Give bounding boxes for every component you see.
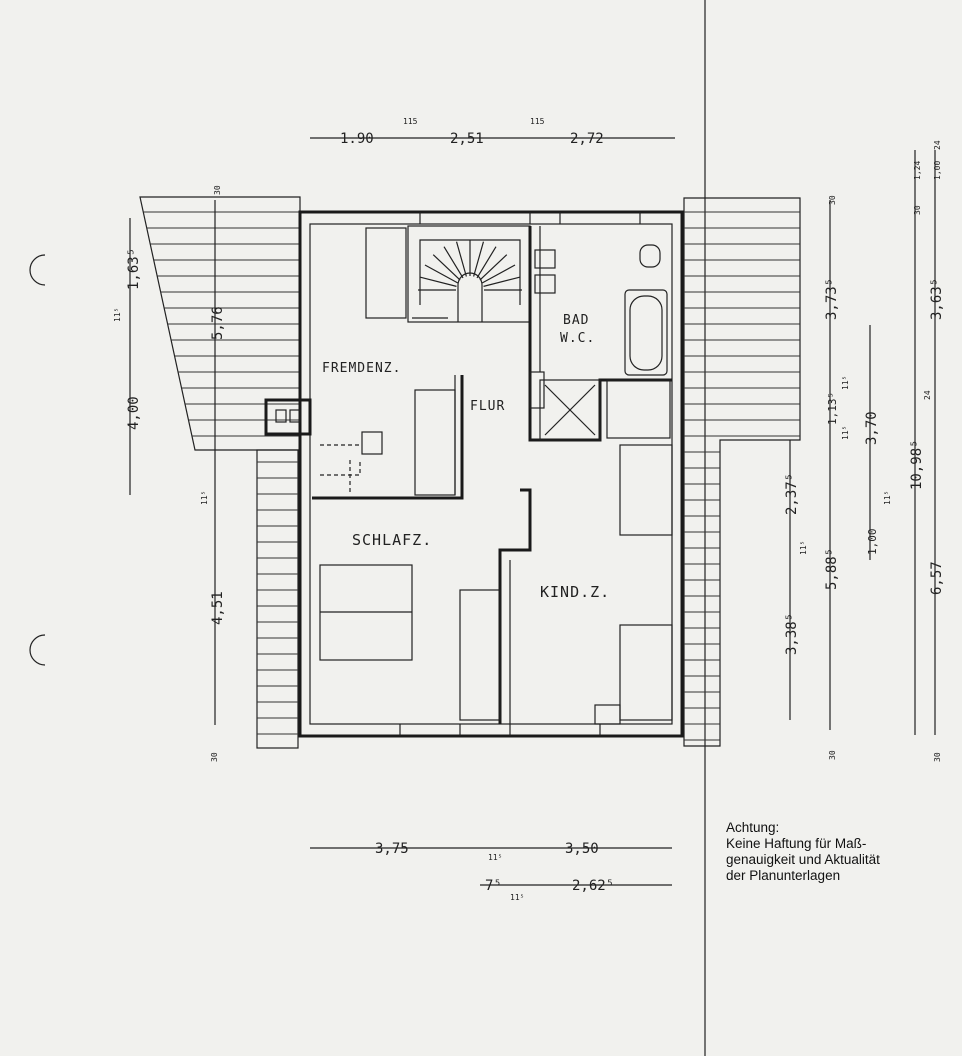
dim-right-outer: 24 <box>923 390 932 400</box>
dim-left: 4,00 <box>126 396 142 430</box>
dim-right-outer: 30 <box>933 752 942 762</box>
dim-bottom: 7⁵ <box>485 878 502 894</box>
hatch-line <box>483 276 521 287</box>
dim-left: 11⁵ <box>200 491 209 505</box>
dim-right: 11⁵ <box>841 426 850 440</box>
dim-right-middle: 1,00 <box>866 529 879 556</box>
room-label-kids-room: KIND.Z. <box>540 583 610 601</box>
dim-left: 30 <box>210 752 219 762</box>
note-line: der Planunterlagen <box>726 868 841 883</box>
dim-bottom: 3,75 <box>375 841 409 857</box>
dim-right: 5,88⁵ <box>824 548 840 590</box>
dim-right-outer: 10,98⁵ <box>909 439 925 490</box>
hatch-line <box>455 241 467 277</box>
dim-right-outer: 1,00 <box>933 161 942 180</box>
dim-right: 11⁵ <box>799 541 808 555</box>
room-label-guest-room: FREMDENZ. <box>322 361 401 376</box>
dim-right-outer: 1,24 <box>913 161 922 180</box>
right-roof-hatch <box>683 197 801 747</box>
dim-right-middle: 11⁵ <box>883 491 892 505</box>
note-title: Achtung: <box>726 820 780 835</box>
hatch-line <box>479 254 508 281</box>
bath-fixtures <box>534 244 668 376</box>
furniture <box>319 227 673 725</box>
dim-right-outer: 6,57 <box>929 561 945 595</box>
dim-right: 2,37⁵ <box>784 473 800 515</box>
chimney <box>264 398 312 436</box>
dim-bottom: 2,62⁵ <box>572 878 614 894</box>
dim-top: 2,51 <box>450 131 484 147</box>
hatch-line <box>443 246 464 279</box>
dim-top: 115 <box>530 117 545 126</box>
dim-right: 30 <box>828 750 837 760</box>
dim-right: 1,13⁵ <box>826 392 839 425</box>
dim-right: 3,38⁵ <box>784 613 800 655</box>
hatch-line <box>476 246 497 279</box>
dim-right: 30 <box>828 195 837 205</box>
dim-right: 3,73⁵ <box>824 278 840 320</box>
hatch-line <box>473 241 485 277</box>
dim-left: 5,76 <box>210 306 226 340</box>
hatch-line <box>481 264 516 284</box>
hatch-line <box>424 264 459 284</box>
dim-left: 11⁵ <box>113 308 122 322</box>
room-label-wc: W.C. <box>560 331 595 346</box>
punch-hole <box>29 254 46 286</box>
hatch-line <box>432 254 461 281</box>
room-label-bath: BAD <box>563 313 589 328</box>
dim-right: 11⁵ <box>841 376 850 390</box>
disclaimer-note: Achtung: Keine Haftung für Maß- genauigk… <box>726 820 880 884</box>
dim-left: 4,51 <box>210 591 226 625</box>
dim-left: 1,63⁵ <box>126 248 142 290</box>
note-line: genauigkeit und Aktualität <box>726 852 880 867</box>
dim-bottom: 3,50 <box>565 841 599 857</box>
room-label-bedroom: SCHLAFZ. <box>352 531 432 549</box>
dim-top: 1.90 <box>340 131 374 147</box>
punch-hole <box>29 634 46 666</box>
dim-right-outer: 24 <box>933 140 942 150</box>
dim-right-middle: 3,70 <box>864 411 880 445</box>
hatch-line <box>419 276 457 287</box>
dim-left: 30 <box>213 185 222 195</box>
dim-right-outer: 3,63⁵ <box>929 278 945 320</box>
left-roof-hatch <box>139 196 301 749</box>
dim-bottom: 11⁵ <box>510 893 524 902</box>
dim-right-outer: 30 <box>913 205 922 215</box>
dim-top: 115 <box>403 117 418 126</box>
note-line: Keine Haftung für Maß- <box>726 836 867 851</box>
staircase <box>407 225 531 323</box>
room-label-hall: FLUR <box>470 399 505 414</box>
dim-bottom: 11⁵ <box>488 853 502 862</box>
dim-top: 2,72 <box>570 131 604 147</box>
dimension-lines <box>129 137 936 886</box>
